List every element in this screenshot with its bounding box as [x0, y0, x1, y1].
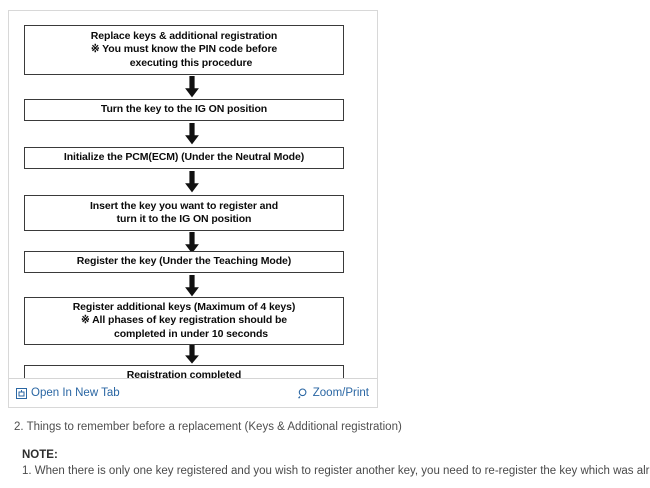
flowchart-image: Replace keys & additional registration ※… — [9, 11, 377, 387]
step-6-line-1: Register additional keys (Maximum of 4 k… — [72, 300, 296, 313]
flowchart-arrow-4 — [181, 232, 203, 254]
flowchart-step-3: Initialize the PCM(ECM) (Under the Neutr… — [24, 147, 344, 169]
step-3-line-1: Initialize the PCM(ECM) (Under the Neutr… — [63, 151, 305, 164]
step-1-line-1: Replace keys & additional registration — [90, 29, 278, 42]
flowchart-arrow-2 — [181, 123, 203, 145]
section-heading: 2. Things to remember before a replaceme… — [14, 421, 402, 433]
flowchart-arrow-6 — [181, 345, 203, 364]
open-in-new-tab-label: Open In New Tab — [31, 387, 120, 399]
flowchart-arrow-3 — [181, 171, 203, 193]
step-1-line-3: executing this procedure — [129, 56, 253, 69]
open-in-new-tab-button[interactable]: Open In New Tab — [16, 387, 120, 399]
step-4-line-2: turn it to the IG ON position — [116, 213, 252, 225]
open-in-new-tab-icon — [16, 387, 27, 399]
flowchart-step-2: Turn the key to the IG ON position — [24, 99, 344, 121]
zoom-print-label: Zoom/Print — [312, 387, 369, 399]
flowchart-step-5: Register the key (Under the Teaching Mod… — [24, 251, 344, 273]
step-1-line-2: ※ You must know the PIN code before — [90, 43, 278, 56]
viewer-toolbar: Open In New Tab Zoom/Print — [9, 378, 377, 407]
step-2-line-1: Turn the key to the IG ON position — [100, 103, 268, 116]
magnifier-icon — [297, 387, 309, 399]
image-viewer-panel: Replace keys & additional registration ※… — [8, 10, 378, 408]
zoom-print-button[interactable]: Zoom/Print — [297, 387, 369, 399]
flowchart-step-4: Insert the key you want to register and … — [24, 195, 344, 231]
flowchart-arrow-1 — [181, 76, 203, 98]
step-5-line-1: Register the key (Under the Teaching Mod… — [76, 255, 292, 268]
flowchart-step-1: Replace keys & additional registration ※… — [24, 25, 344, 75]
step-4-line-1: Insert the key you want to register and — [89, 199, 279, 212]
step-6-line-3: completed in under 10 seconds — [113, 327, 269, 340]
note-label: NOTE: — [22, 449, 58, 461]
step-6-line-2: ※ All phases of key registration should … — [80, 314, 288, 327]
flowchart-arrow-5 — [181, 275, 203, 297]
flowchart-step-6: Register additional keys (Maximum of 4 k… — [24, 297, 344, 345]
note-item: 1. When there is only one key registered… — [22, 465, 650, 477]
